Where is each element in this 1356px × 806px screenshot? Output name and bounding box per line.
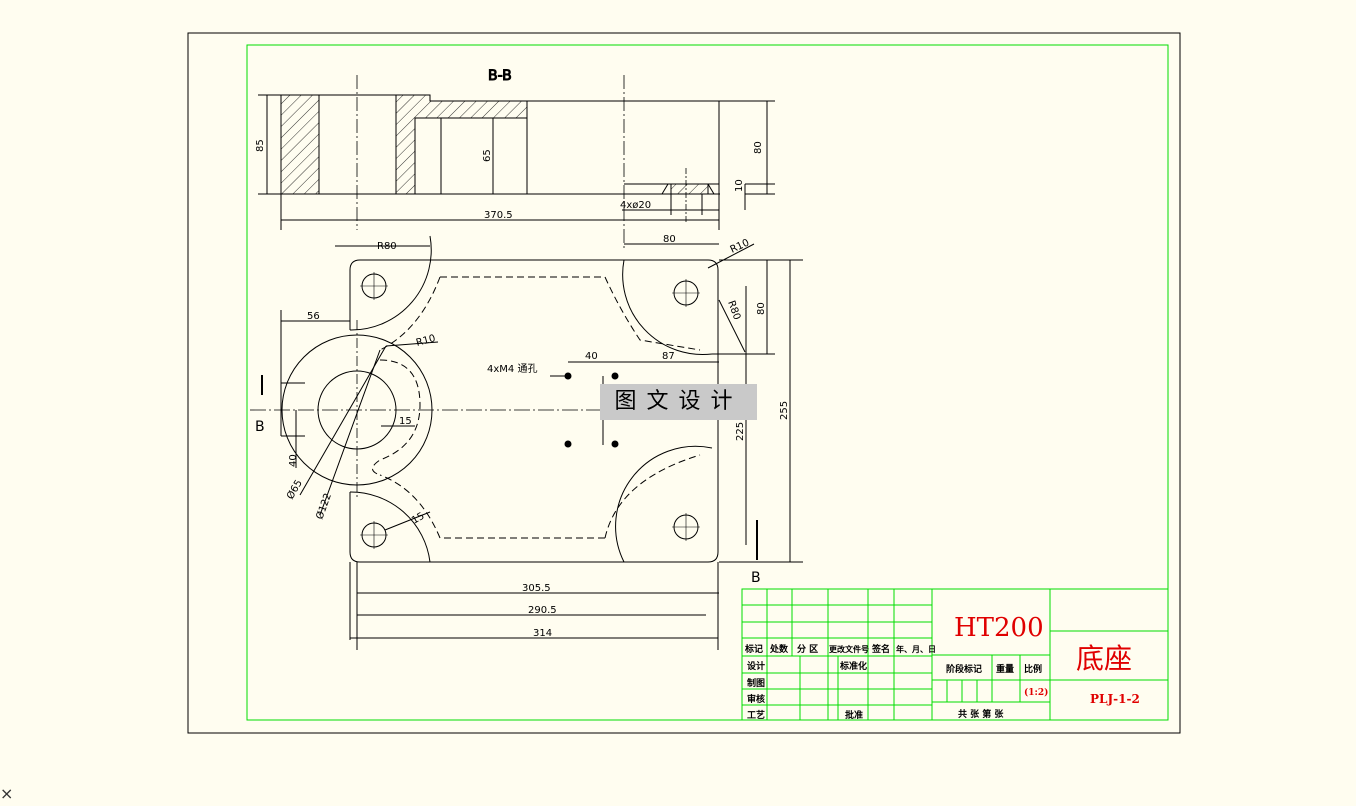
dim-phi65: Ø65 [284, 478, 305, 502]
tb-header-4: 签名 [871, 643, 890, 655]
tb-header-1: 处数 [769, 643, 789, 655]
watermark: 图文设计 [600, 384, 757, 420]
tb-header-0: 标记 [744, 643, 763, 655]
dim-40-h: 40 [585, 351, 598, 362]
dim-85: 85 [255, 139, 266, 152]
sheet-border [187, 32, 1181, 734]
dim-65: 65 [482, 149, 493, 162]
tb-row-design: 设计 [747, 660, 765, 672]
tb-stage: 阶段标记 [946, 663, 982, 675]
dim-r80-left: R80 [377, 241, 397, 252]
dim-40-v: 40 [288, 454, 299, 467]
dim-305-5: 305.5 [522, 583, 551, 594]
dim-255: 255 [779, 401, 790, 420]
close-icon[interactable]: × [0, 784, 14, 803]
title-block [741, 588, 1169, 721]
tb-header-2: 分 区 [797, 643, 818, 655]
cut-label-left: B [255, 419, 265, 435]
tb-part-name: 底座 [1076, 642, 1132, 675]
dim-r10-top: R10 [729, 237, 751, 255]
dim-80-v: 80 [756, 302, 767, 315]
dim-4xphi20: 4xø20 [620, 200, 651, 211]
tb-approve: 批准 [845, 709, 863, 721]
tb-material: HT200 [954, 613, 1044, 643]
tb-header-3: 更改文件号 [829, 644, 869, 654]
tb-weight: 重量 [996, 663, 1014, 675]
dim-80-h: 80 [663, 234, 676, 245]
dim-56: 56 [307, 311, 320, 322]
tb-scale: (1:2) [1024, 687, 1048, 698]
dim-87: 87 [662, 351, 675, 362]
section-label: B-B [488, 68, 512, 84]
section-view: B-B [258, 68, 775, 250]
dim-314: 314 [533, 628, 552, 639]
tb-row-draw: 制图 [747, 677, 765, 689]
dim-10: 10 [734, 179, 745, 192]
tb-sheets: 共 张 第 张 [958, 708, 1004, 720]
dim-80-top: 80 [753, 141, 764, 154]
dim-4xm4: 4xM4 通孔 [487, 363, 537, 375]
tb-ratio: 比例 [1024, 663, 1042, 675]
dim-290-5: 290.5 [528, 605, 557, 616]
top-view [250, 235, 803, 650]
dim-r10-mid: R10 [415, 333, 437, 349]
drawing-frame [246, 44, 1169, 721]
tb-standard: 标准化 [839, 660, 867, 672]
dim-225: 225 [735, 422, 746, 441]
tb-header-5: 年、月、日 [896, 644, 936, 654]
dim-phi122: Ø122 [314, 492, 335, 521]
cut-label-bottom: B [751, 570, 761, 586]
dim-370-5: 370.5 [484, 210, 513, 221]
tb-drawing-no: PLJ-1-2 [1090, 692, 1140, 706]
dim-15-mid: 15 [399, 416, 412, 427]
tb-row-process: 工艺 [747, 709, 765, 721]
dim-15-low: 15 [410, 511, 427, 527]
tb-row-check: 审核 [747, 693, 765, 705]
